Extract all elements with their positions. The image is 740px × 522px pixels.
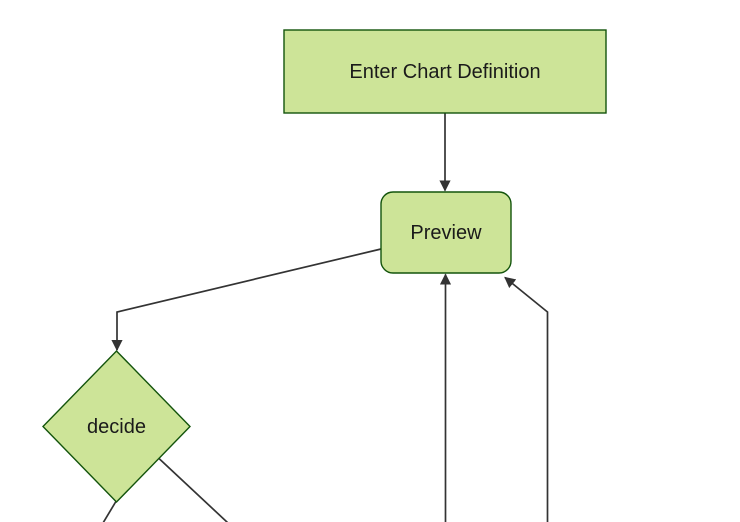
node-label-preview: Preview [410, 222, 482, 244]
edge-decide-to-offscreen-right [158, 457, 229, 522]
node-label-enter-chart-definition: Enter Chart Definition [349, 61, 540, 83]
node-decide [42, 349, 191, 504]
edge-offscreen-to-preview-right [504, 276, 549, 522]
node-label-decide: decide [87, 416, 146, 438]
node-enter-chart-definition [283, 29, 607, 114]
node-preview [380, 191, 512, 274]
edge-preview-to-decide [111, 248, 382, 352]
edge-decide-to-offscreen-left [102, 500, 118, 522]
